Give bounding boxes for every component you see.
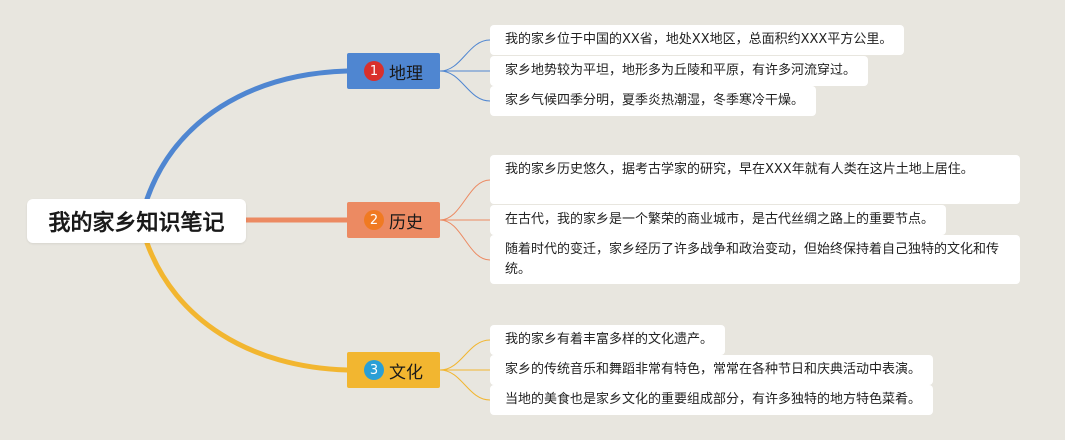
connector-geo-3: [439, 70, 491, 102]
connector-cul-3: [439, 369, 491, 401]
branch-history[interactable]: 2 历史: [347, 202, 440, 238]
leaf-text: 我的家乡位于中国的XX省，地处XX地区，总面积约XXX平方公里。: [505, 32, 893, 47]
branch-label: 地理: [389, 63, 423, 84]
leaf-text: 随着时代的变迁，家乡经历了许多战争和政治变动，但始终保持着自己独特的文化和传统。: [505, 242, 1000, 277]
leaf-history-2[interactable]: 在古代，我的家乡是一个繁荣的商业城市，是古代丝绸之路上的重要节点。: [490, 205, 947, 235]
leaf-text: 当地的美食也是家乡文化的重要组成部分，有许多独特的地方特色菜肴。: [505, 392, 922, 407]
leaf-text: 在古代，我的家乡是一个繁荣的商业城市，是古代丝绸之路上的重要节点。: [505, 212, 935, 227]
connector-root-geography: [144, 68, 350, 202]
leaf-text: 家乡地势较为平坦，地形多为丘陵和平原，有许多河流穿过。: [505, 63, 857, 78]
number-badge: 3: [364, 360, 384, 380]
branch-culture[interactable]: 3 文化: [347, 352, 440, 388]
branch-label: 历史: [389, 212, 423, 233]
leaf-text: 我的家乡历史悠久，据考古学家的研究，早在XXX年就有人类在这片土地上居住。: [505, 162, 974, 177]
leaf-geography-2[interactable]: 家乡地势较为平坦，地形多为丘陵和平原，有许多河流穿过。: [490, 56, 869, 86]
leaf-text: 家乡气候四季分明，夏季炎热潮湿，冬季寒冷干燥。: [505, 93, 805, 108]
root-title: 我的家乡知识笔记: [48, 211, 225, 236]
leaf-history-1[interactable]: 我的家乡历史悠久，据考古学家的研究，早在XXX年就有人类在这片土地上居住。: [490, 155, 1020, 204]
leaf-culture-3[interactable]: 当地的美食也是家乡文化的重要组成部分，有许多独特的地方特色菜肴。: [490, 385, 934, 415]
number-badge: 2: [364, 210, 384, 230]
leaf-history-3[interactable]: 随着时代的变迁，家乡经历了许多战争和政治变动，但始终保持着自己独特的文化和传统。: [490, 235, 1020, 284]
connector-cul-1: [439, 339, 491, 371]
leaf-geography-3[interactable]: 家乡气候四季分明，夏季炎热潮湿，冬季寒冷干燥。: [490, 86, 817, 116]
leaf-culture-2[interactable]: 家乡的传统音乐和舞蹈非常有特色，常常在各种节日和庆典活动中表演。: [490, 355, 934, 385]
connector-root-culture: [144, 240, 350, 373]
connector-his-3: [439, 219, 491, 261]
branch-label: 文化: [389, 362, 423, 383]
leaf-culture-1[interactable]: 我的家乡有着丰富多样的文化遗产。: [490, 325, 726, 355]
leaf-geography-1[interactable]: 我的家乡位于中国的XX省，地处XX地区，总面积约XXX平方公里。: [490, 25, 905, 55]
connector-geo-1: [439, 39, 491, 72]
branch-geography[interactable]: 1 地理: [347, 53, 440, 89]
connector-his-1: [439, 179, 491, 221]
number-badge: 1: [364, 61, 384, 81]
leaf-text: 家乡的传统音乐和舞蹈非常有特色，常常在各种节日和庆典活动中表演。: [505, 362, 922, 377]
leaf-text: 我的家乡有着丰富多样的文化遗产。: [505, 332, 714, 347]
root-node[interactable]: 我的家乡知识笔记: [27, 199, 246, 243]
